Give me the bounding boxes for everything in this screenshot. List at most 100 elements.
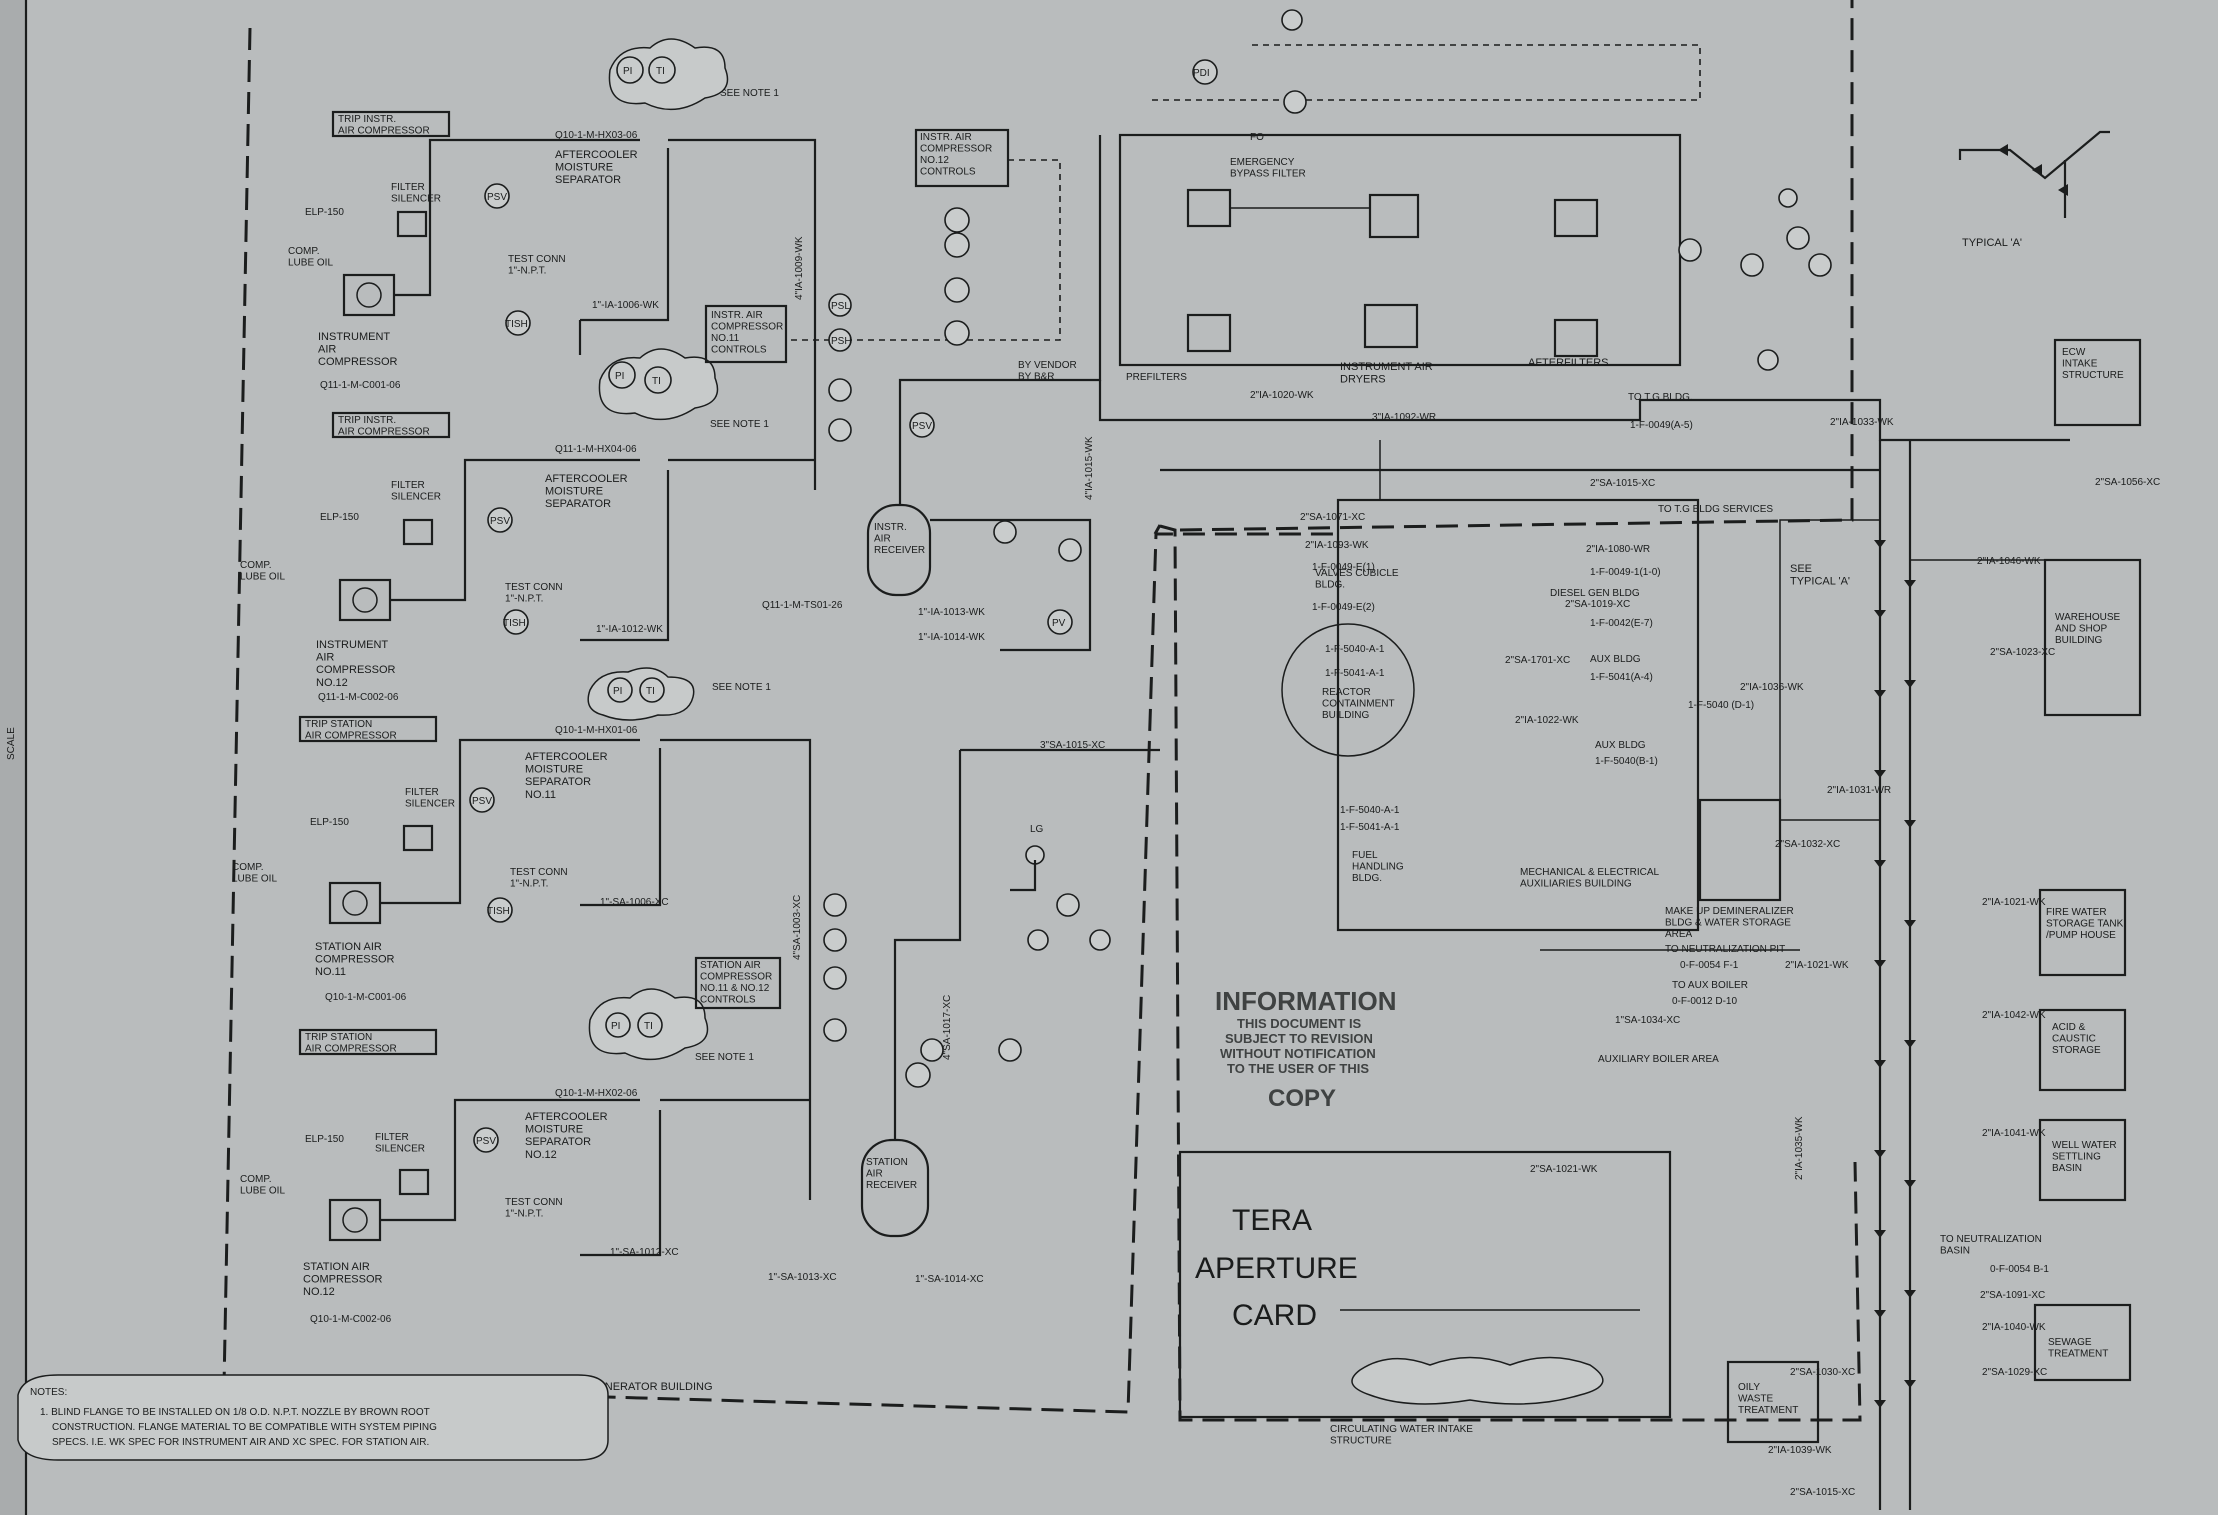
ref-f0054-b1: 0-F-0054 B-1 bbox=[1990, 1264, 2049, 1275]
sa-header-1 bbox=[660, 738, 812, 1200]
pi-5 bbox=[828, 418, 852, 442]
diesel-gen-label: DIESEL GEN BLDG bbox=[1550, 588, 1640, 599]
typical-a-detail: TYPICAL 'A' bbox=[1958, 130, 2110, 249]
instr-comp-12-icon bbox=[352, 587, 378, 613]
prefilters-label: PREFILTERS bbox=[1126, 372, 1187, 383]
aperture-line3: CARD bbox=[1232, 1299, 1317, 1332]
pv-top bbox=[1283, 90, 1307, 114]
typical-a-valves bbox=[1998, 144, 2068, 196]
tish-3 bbox=[487, 897, 513, 923]
pipe-p24: 1"-SA-1006-XC bbox=[600, 897, 669, 908]
line-t3-b bbox=[580, 748, 662, 907]
comp-lube-oil-4: COMP.LUBE OIL bbox=[240, 1174, 285, 1197]
pv-1 bbox=[993, 520, 1017, 544]
fi-1 bbox=[920, 1038, 944, 1062]
pipe-p2: 3"IA-1092-WR bbox=[1372, 412, 1436, 423]
station-receiver-outlet bbox=[893, 750, 962, 1140]
pipe-p31: 2"IA-1041-WK bbox=[1982, 1128, 2046, 1139]
fi-2 bbox=[1757, 349, 1779, 371]
pipe-p25: 1"-SA-1012-XC bbox=[610, 1247, 679, 1258]
oily-waste-box bbox=[1726, 1360, 1820, 1444]
aftercooler-3-tag: Q10-1-M-HX01-06 bbox=[555, 725, 638, 736]
stamp-line4: TO THE USER OF THIS bbox=[1227, 1061, 1369, 1076]
psl-7 bbox=[1740, 253, 1764, 277]
ref-f0054-f1: 0-F-0054 F-1 bbox=[1680, 960, 1739, 971]
station-controls-box bbox=[694, 956, 782, 1010]
station-comp-12-icon bbox=[342, 1207, 368, 1233]
pipe-p10: 2"IA-1033-WK bbox=[1830, 417, 1894, 428]
well-water-box bbox=[2038, 1118, 2127, 1202]
notes-line1: 1. BLIND FLANGE TO BE INSTALLED ON 1/8 O… bbox=[40, 1407, 430, 1418]
fire-water-box bbox=[2038, 888, 2127, 977]
station-comp-11-body bbox=[328, 881, 382, 925]
psh-1 bbox=[828, 328, 852, 352]
pi-2-label: PI bbox=[615, 371, 624, 382]
ref-f0042: 1-F-0042(E-7) bbox=[1590, 618, 1653, 629]
ref-f0049-b: 1-F-0049-1(1-0) bbox=[1590, 567, 1661, 578]
see-note-1c: SEE NOTE 1 bbox=[712, 682, 771, 693]
filter-silencer-1-box bbox=[396, 210, 428, 238]
notes: NOTES: 1. BLIND FLANGE TO BE INSTALLED O… bbox=[17, 1374, 609, 1461]
ref-f5041-a1b: 1-F-5041-A-1 bbox=[1340, 822, 1400, 833]
pipe-p33: 2"IA-1046-WK bbox=[1977, 556, 2041, 567]
pipe-p32: 2"IA-1040-WK bbox=[1982, 1322, 2046, 1333]
pt-top bbox=[1281, 9, 1303, 31]
afterfilter-2 bbox=[1553, 318, 1599, 358]
pipe-p3: 2"SA-1071-XC bbox=[1300, 512, 1365, 523]
pi-1 bbox=[616, 56, 644, 84]
pipe-p9: 2"IA-1036-WK bbox=[1740, 682, 1804, 693]
pi-4 bbox=[605, 1012, 631, 1038]
pi-1-label: PI bbox=[623, 66, 632, 77]
tish-2 bbox=[503, 609, 529, 635]
inst-c3 bbox=[944, 277, 970, 303]
line-t3-header bbox=[380, 738, 640, 905]
dryer-1 bbox=[1368, 193, 1420, 239]
psv-3-label: PSV bbox=[472, 796, 492, 807]
pv-2-label: PV bbox=[1052, 618, 1066, 629]
ref-f0012: 0-F-0012 D-10 bbox=[1672, 996, 1737, 1007]
header-branches bbox=[1779, 519, 1880, 821]
ref-f0049-2: 1-F-0049-E(2) bbox=[1312, 602, 1375, 613]
filter-silencer-4-box bbox=[398, 1168, 430, 1196]
trip-instr-label-1: TRIP INSTR.AIR COMPRESSOR bbox=[338, 114, 430, 137]
intake-cloud bbox=[1351, 1356, 1604, 1405]
psv-1-label: PSV bbox=[487, 192, 507, 203]
pi-4-label: PI bbox=[611, 1021, 620, 1032]
information-stamp: INFORMATION THIS DOCUMENT IS SUBJECT TO … bbox=[1215, 986, 1397, 1112]
acid-box bbox=[2038, 1008, 2127, 1092]
pipe-p35: 2"SA-1091-XC bbox=[1980, 1290, 2045, 1301]
fo-label: FO bbox=[1250, 132, 1264, 143]
pi-7 bbox=[998, 1038, 1022, 1062]
psv-6 bbox=[905, 1062, 931, 1088]
distribution: 2"IA-1020-WK 3"IA-1092-WR 2"SA-1071-XC 2… bbox=[1098, 338, 2160, 1510]
psh-1-label: PSH bbox=[831, 336, 852, 347]
trip-instr-box-1 bbox=[331, 110, 451, 138]
prefilter-2 bbox=[1186, 313, 1232, 353]
psl-3 bbox=[1058, 538, 1082, 562]
tish-2-label: TISH bbox=[503, 618, 526, 629]
lg-2 bbox=[1778, 188, 1798, 208]
warehouse-box bbox=[2043, 558, 2142, 717]
